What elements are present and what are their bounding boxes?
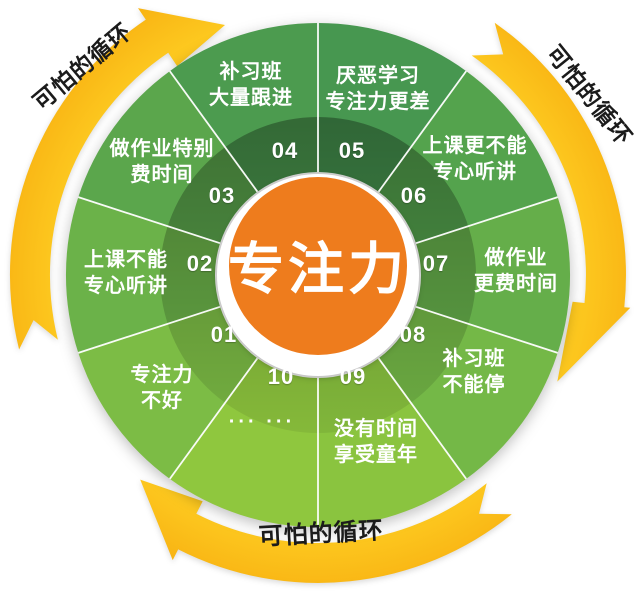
cycle-arrow-bottom <box>140 479 512 583</box>
sector-divider <box>377 70 467 193</box>
sector-divider <box>415 196 558 245</box>
center-title: 专注力 <box>228 237 408 301</box>
sector-divider <box>78 305 221 354</box>
sector-divider <box>377 357 467 480</box>
segment-label-07: 做作业 更费时间 <box>474 247 558 295</box>
segment-number-01: 01 <box>210 322 238 347</box>
sector-dividers <box>78 23 558 527</box>
segment-label-06: 上课更不能 专心听讲 <box>422 135 528 183</box>
segment-label-09: 没有时间 享受童年 <box>334 418 418 466</box>
segment-number-02: 02 <box>186 251 214 276</box>
segment-label-01: 专注力 不好 <box>130 364 194 412</box>
segment-label-02: 上课不能 专心听讲 <box>84 249 168 297</box>
sector-divider <box>169 70 259 193</box>
segment-number-04: 04 <box>271 138 299 163</box>
cycle-arrows <box>9 8 631 583</box>
segment-number-05: 05 <box>338 138 366 163</box>
cycle-arrow-top-right <box>471 22 631 382</box>
segment-number-07: 07 <box>422 251 450 276</box>
segment-number-08: 08 <box>399 322 427 347</box>
inner-ring-shade <box>160 117 476 433</box>
sector-divider <box>415 305 558 354</box>
sector-divider <box>169 357 259 480</box>
segment-number-09: 09 <box>339 364 367 389</box>
segment-label-10-dots: ··· ··· <box>228 411 296 433</box>
segment-label-03: 做作业特别 费时间 <box>109 138 215 186</box>
sector-divider <box>78 196 221 245</box>
segment-label-08: 补习班 不能停 <box>442 348 506 396</box>
segment-label-04: 补习班 大量跟进 <box>209 61 293 109</box>
segment-label-05: 厌恶学习 专注力更差 <box>325 65 431 113</box>
segment-number-03: 03 <box>208 183 236 208</box>
segment-number-10: 10 <box>267 364 295 389</box>
cycle-arrow-label-bottom: 可怕的循环 <box>258 517 385 551</box>
cycle-arrow-top-left <box>9 8 225 350</box>
center-circle <box>229 177 407 355</box>
segment-number-06: 06 <box>400 183 428 208</box>
